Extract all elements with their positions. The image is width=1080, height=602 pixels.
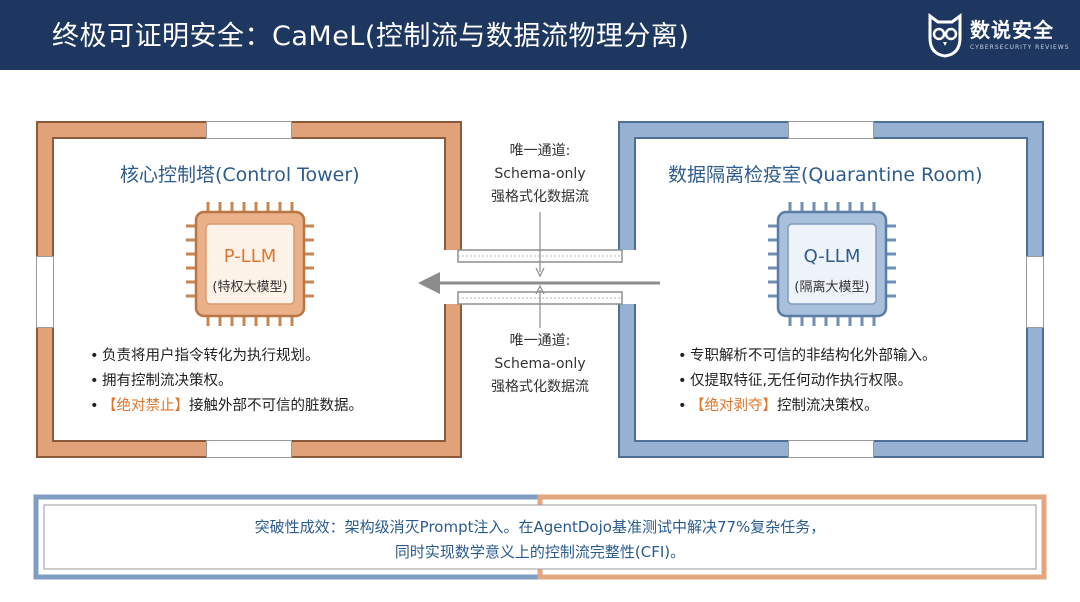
footer-frame	[33, 494, 1047, 580]
channel-label-top: 唯一通道: Schema-only 强格式化数据流	[491, 143, 589, 205]
data-flow-arrow	[418, 272, 660, 294]
list-item: •负责将用户指令转化为执行规划。	[90, 348, 320, 364]
forbidden-tag: 【绝对禁止】	[102, 398, 189, 414]
channel-label-bottom: 唯一通道: Schema-only 强格式化数据流	[491, 333, 589, 395]
left-room-side-window	[36, 256, 54, 328]
header-bar: 终极可证明安全：CaMeL(控制流与数据流物理分离) 数说安全 CYBERSEC…	[0, 0, 1080, 70]
revoked-tag: 【绝对剥夺】	[690, 398, 777, 414]
right-room-top-window	[788, 121, 874, 139]
list-item: •拥有控制流决策权。	[90, 373, 233, 389]
brand-name: 数说安全	[970, 18, 1054, 42]
p-llm-sublabel: (特权大模型)	[212, 280, 288, 295]
p-llm-chip-icon	[186, 202, 314, 326]
q-llm-chip-icon	[768, 202, 896, 326]
left-room-bottom-window	[206, 440, 292, 458]
quarantine-room-bullets: •专职解析不可信的非结构化外部输入。 •仅提取特征,无任何动作执行权限。 •【绝…	[678, 344, 937, 419]
right-room-door	[616, 250, 636, 304]
list-item: •【绝对禁止】接触外部不可信的脏数据。	[90, 398, 363, 414]
p-llm-label: P-LLM	[223, 246, 277, 267]
list-item: •【绝对剥夺】控制流决策权。	[678, 398, 879, 414]
quarantine-room-title: 数据隔离检疫室(Quarantine Room)	[668, 164, 983, 186]
left-room-door	[444, 250, 464, 304]
page-title: 终极可证明安全：CaMeL(控制流与数据流物理分离)	[52, 21, 690, 52]
list-item: •仅提取特征,无任何动作执行权限。	[678, 373, 913, 389]
list-item: •专职解析不可信的非结构化外部输入。	[678, 348, 937, 364]
right-room-side-window	[1026, 256, 1044, 328]
q-llm-sublabel: (隔离大模型)	[794, 280, 870, 295]
channel-connector	[535, 212, 545, 328]
left-room-top-window	[206, 121, 292, 139]
control-tower-bullets: •负责将用户指令转化为执行规划。 •拥有控制流决策权。 •【绝对禁止】接触外部不…	[90, 344, 363, 419]
right-room-bottom-window	[788, 440, 874, 458]
q-llm-label: Q-LLM	[803, 246, 861, 267]
brand-logo: 数说安全 CYBERSECURITY REVIEWS	[926, 10, 1069, 62]
brand-subtitle: CYBERSECURITY REVIEWS	[970, 44, 1070, 51]
owl-icon	[928, 13, 962, 58]
control-tower-title: 核心控制塔(Control Tower)	[120, 164, 360, 186]
footer-summary: 突破性成效：架构级消灭Prompt注入。在AgentDojo基准测试中解决77%…	[254, 518, 826, 561]
